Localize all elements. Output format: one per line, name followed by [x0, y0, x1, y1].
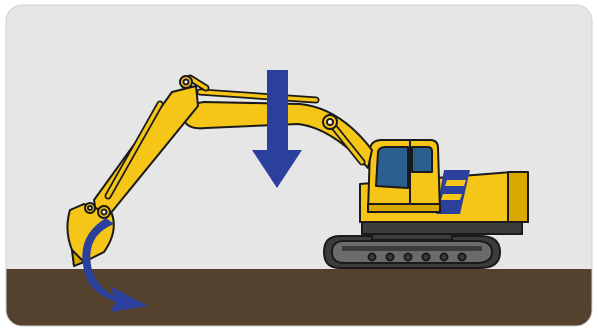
cab-window-side [412, 147, 432, 172]
crawler-track [324, 232, 500, 268]
cab-window [376, 147, 408, 188]
